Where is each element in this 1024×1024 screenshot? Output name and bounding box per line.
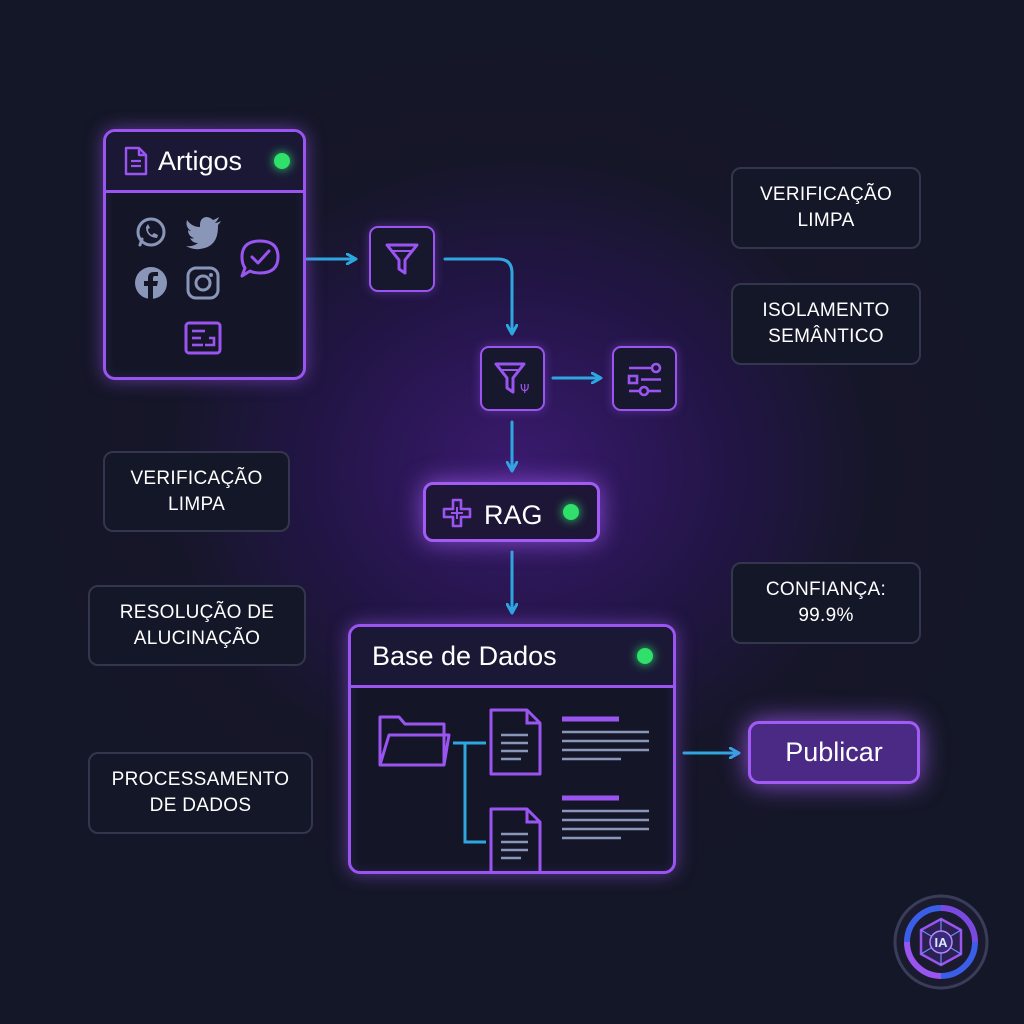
- publish-button[interactable]: Publicar: [748, 721, 920, 784]
- filter-step[interactable]: [369, 226, 435, 292]
- rag-status-dot: [563, 504, 579, 520]
- folder-icon: [378, 715, 451, 767]
- rag-node[interactable]: RAG: [423, 482, 600, 542]
- facebook-icon[interactable]: [133, 265, 169, 301]
- sliders-icon: [627, 362, 661, 396]
- source-status-dot: [274, 153, 290, 169]
- node-cross-icon: [442, 498, 472, 528]
- filter-semantic-icon: Ψ: [494, 362, 529, 396]
- source-panel-header: Artigos: [106, 132, 303, 193]
- database-contents: [378, 708, 649, 871]
- database-panel-header: Base de Dados: [351, 627, 673, 688]
- database-panel: Base de Dados: [348, 624, 676, 874]
- database-panel-title: Base de Dados: [372, 641, 557, 671]
- file-icon: [489, 708, 542, 776]
- source-panel: Artigos: [103, 129, 306, 380]
- arrow-filter-to-semantic: [443, 257, 512, 333]
- instagram-icon[interactable]: [185, 265, 221, 301]
- document-icon: [124, 146, 148, 176]
- semantic-filter-step[interactable]: Ψ: [480, 346, 545, 411]
- file-icon: [489, 807, 542, 871]
- twitter-icon[interactable]: [185, 216, 223, 250]
- ia-badge-text: IA: [935, 935, 949, 950]
- chat-check-icon[interactable]: [238, 238, 282, 280]
- label-confidence: CONFIANÇA:99.9%: [731, 562, 921, 644]
- database-status-dot: [637, 648, 653, 664]
- whatsapp-icon[interactable]: [133, 215, 169, 251]
- document-form-icon[interactable]: [183, 320, 223, 356]
- source-panel-title: Artigos: [158, 146, 243, 176]
- filter-icon: [385, 243, 419, 275]
- rag-label: RAG: [484, 500, 543, 530]
- svg-text:Ψ: Ψ: [520, 382, 529, 396]
- settings-step[interactable]: [612, 346, 677, 411]
- ia-badge: IA: [893, 894, 989, 990]
